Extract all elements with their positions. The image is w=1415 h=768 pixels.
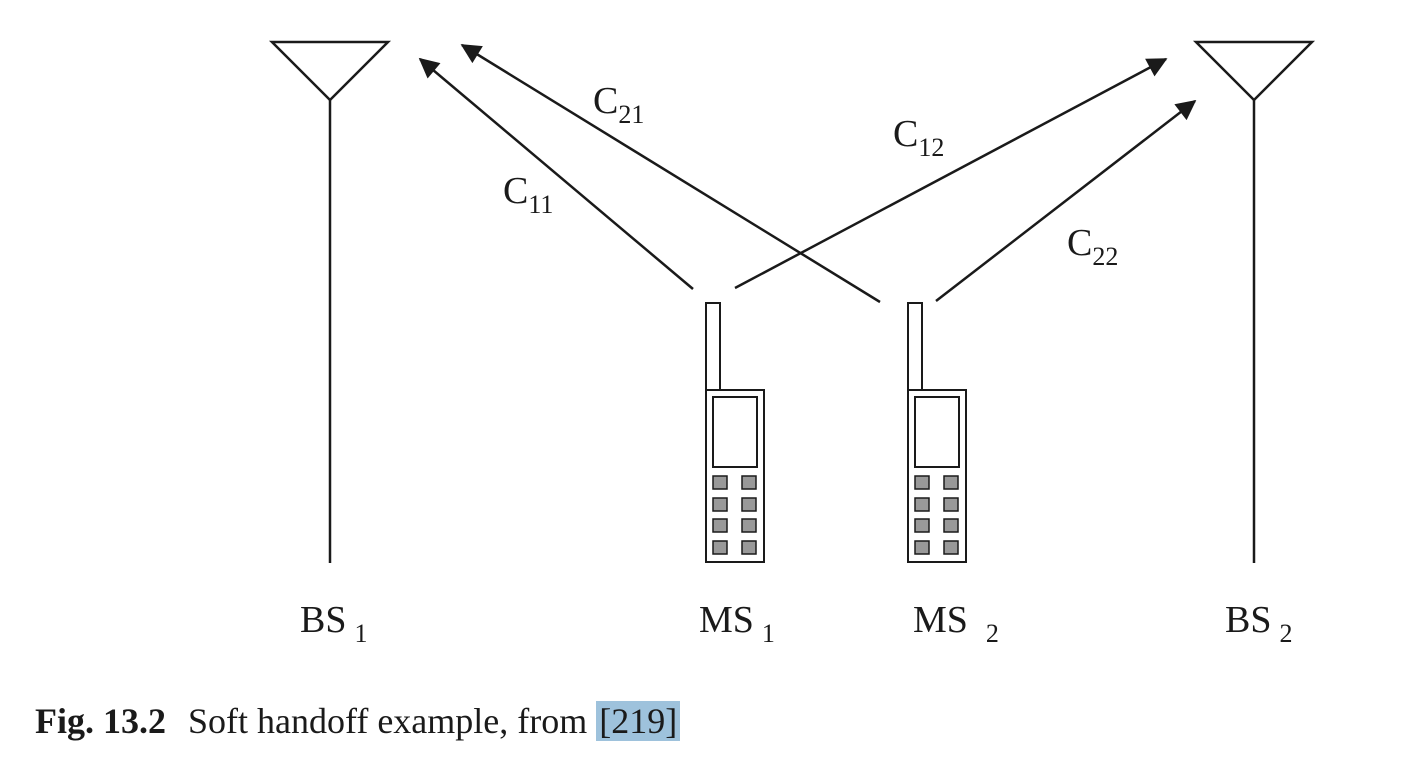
citation-link[interactable]: [219] bbox=[596, 701, 681, 741]
mobile-station-2-name: MS bbox=[913, 599, 968, 641]
link-c11-index: 11 bbox=[528, 190, 554, 219]
link-c21-arrow bbox=[460, 43, 881, 304]
link-c22-arrow bbox=[935, 99, 1197, 302]
soft-handoff-diagram bbox=[268, 40, 1316, 563]
link-c22-label: C22 bbox=[1067, 224, 1118, 270]
caption-text: Soft handoff example, from bbox=[188, 701, 597, 741]
mobile-station-1-index: 1 bbox=[761, 619, 775, 648]
link-c12-arrow bbox=[734, 57, 1168, 290]
link-c11-name: C bbox=[503, 170, 529, 212]
mobile-station-1-phone-icon bbox=[705, 302, 765, 563]
mobile-station-1-name: MS bbox=[699, 599, 754, 641]
link-c12-index: 12 bbox=[918, 133, 945, 162]
base-station-2-name: BS bbox=[1225, 599, 1272, 641]
base-station-2-index: 2 bbox=[1279, 619, 1293, 648]
mobile-station-2-phone-icon bbox=[907, 302, 967, 563]
link-c11-label: C11 bbox=[503, 172, 553, 218]
mobile-station-2-index: 2 bbox=[985, 619, 999, 648]
link-c11-arrow bbox=[418, 57, 694, 290]
link-c22-name: C bbox=[1067, 222, 1093, 264]
base-station-1-antenna-icon bbox=[268, 40, 392, 563]
base-station-2-antenna-icon bbox=[1192, 40, 1316, 563]
link-c21-name: C bbox=[593, 80, 619, 122]
base-station-1-index: 1 bbox=[354, 619, 368, 648]
link-c21-index: 21 bbox=[618, 100, 645, 129]
mobile-station-2-label: MS 2 bbox=[913, 601, 999, 647]
base-station-1-name: BS bbox=[300, 599, 347, 641]
link-c21-label: C21 bbox=[593, 82, 644, 128]
figure-caption: Fig. 13.2 Soft handoff example, from [219… bbox=[35, 700, 681, 742]
figure-number: Fig. 13.2 bbox=[35, 701, 166, 741]
link-c12-label: C12 bbox=[893, 115, 944, 161]
link-c22-index: 22 bbox=[1092, 242, 1119, 271]
link-c12-name: C bbox=[893, 113, 919, 155]
